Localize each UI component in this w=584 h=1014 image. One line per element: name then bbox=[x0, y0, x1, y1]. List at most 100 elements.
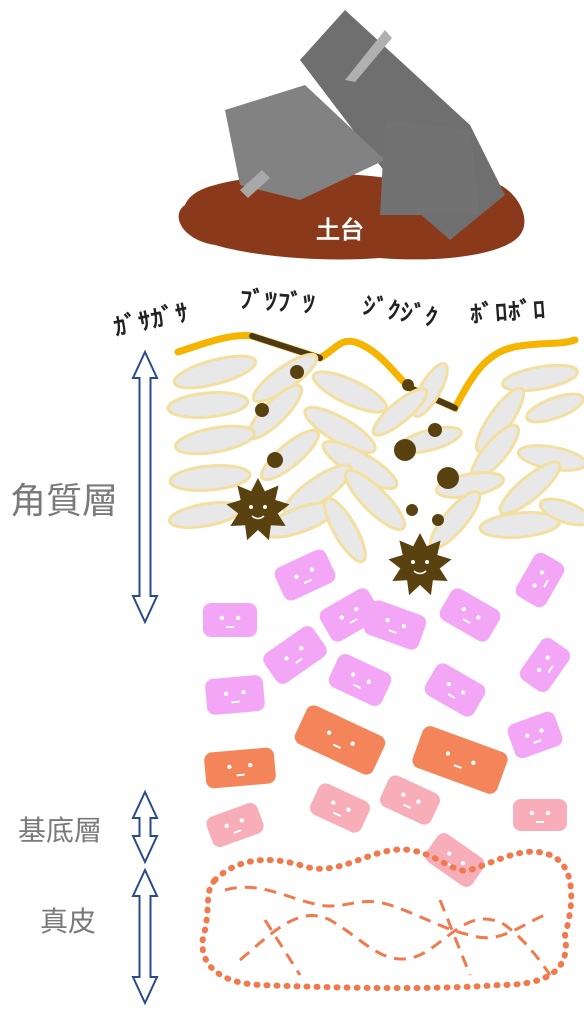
epidermis-cell bbox=[425, 833, 485, 887]
cell-body bbox=[294, 705, 386, 775]
cell-eye bbox=[299, 645, 304, 651]
spiky-particle bbox=[226, 478, 290, 541]
cell-eye bbox=[445, 751, 451, 756]
cell-eye bbox=[326, 730, 332, 735]
horny-cell bbox=[174, 424, 256, 456]
label-butsubutsu: ﾌﾞﾂﾌﾞﾂ bbox=[238, 285, 317, 319]
cell-mouth bbox=[402, 803, 412, 809]
cell-mouth bbox=[231, 700, 240, 704]
cell-eye bbox=[545, 810, 551, 816]
horny-layer-arrow bbox=[131, 349, 159, 625]
cell-eye bbox=[471, 760, 476, 765]
particle-dot bbox=[267, 452, 283, 468]
epidermis-cell bbox=[513, 799, 567, 831]
epidermis-cell bbox=[294, 705, 386, 775]
cell-body bbox=[507, 711, 563, 759]
cell-body bbox=[519, 637, 571, 693]
dermis-wave bbox=[263, 919, 302, 976]
cell-eye bbox=[525, 733, 530, 738]
cell-eye bbox=[241, 690, 246, 695]
cell-eye bbox=[401, 623, 407, 629]
cell-mouth bbox=[447, 693, 456, 699]
dermis-wave bbox=[239, 914, 552, 976]
label-boroboro: ﾎﾞﾛﾎﾞﾛ bbox=[469, 295, 548, 329]
horny-cell bbox=[538, 497, 584, 527]
epidermis-cell bbox=[363, 600, 427, 650]
cell-body bbox=[274, 549, 336, 601]
cell-mouth bbox=[236, 773, 245, 777]
epidermis-cell bbox=[204, 747, 276, 789]
particle-dot bbox=[394, 439, 416, 461]
epidermis-cell bbox=[412, 726, 508, 794]
horny-cell bbox=[498, 460, 562, 516]
epidermis-cell bbox=[519, 637, 571, 693]
cell-body bbox=[205, 675, 265, 715]
cell-eye bbox=[284, 656, 289, 661]
epidermis-cell bbox=[205, 675, 265, 715]
epidermis-cell bbox=[380, 775, 440, 825]
horny-cell bbox=[323, 496, 367, 564]
cell-eye bbox=[235, 615, 241, 621]
cell-eye bbox=[447, 851, 452, 856]
horny-cell bbox=[525, 392, 584, 424]
cell-eye bbox=[461, 690, 466, 695]
cell-eye bbox=[346, 807, 351, 812]
cell-body bbox=[424, 663, 486, 717]
dermis-arrow bbox=[131, 867, 159, 1006]
cell-mouth bbox=[547, 665, 554, 673]
rock-highlight bbox=[345, 30, 392, 82]
cell-mouth bbox=[536, 821, 544, 823]
cell-body bbox=[206, 802, 264, 848]
horny-layer-cells bbox=[166, 352, 584, 564]
epidermis-cell bbox=[310, 783, 370, 833]
cell-body bbox=[425, 833, 485, 887]
skin-surface-line bbox=[174, 332, 579, 413]
particle-dot bbox=[255, 403, 269, 417]
cell-eye bbox=[545, 655, 550, 660]
cell-eye bbox=[219, 615, 225, 621]
cell-eye bbox=[354, 606, 359, 612]
cell-body bbox=[319, 588, 381, 642]
horny-cell bbox=[168, 464, 252, 492]
particle-smile bbox=[251, 515, 265, 520]
cell-mouth bbox=[226, 626, 234, 628]
cell-mouth bbox=[303, 578, 313, 584]
label-horny-layer: 角質層 bbox=[10, 481, 119, 522]
cell-body bbox=[380, 775, 440, 825]
cell-eye bbox=[366, 679, 371, 685]
rock-slab-right bbox=[380, 120, 480, 215]
particle-dot bbox=[428, 423, 442, 437]
cell-body bbox=[204, 747, 276, 789]
cell-body bbox=[515, 552, 565, 608]
cell-eye bbox=[350, 741, 355, 746]
cell-eye bbox=[461, 606, 466, 612]
cell-mouth bbox=[295, 657, 303, 664]
cell-mouth bbox=[453, 764, 462, 769]
dermis-wave bbox=[438, 899, 472, 976]
spiky-particle bbox=[388, 533, 452, 596]
cell-mouth bbox=[233, 829, 242, 834]
cell-body bbox=[203, 603, 257, 637]
particle-dot bbox=[406, 504, 418, 516]
cell-mouth bbox=[332, 811, 342, 817]
cell-body bbox=[310, 783, 370, 833]
particle-eye bbox=[411, 560, 415, 564]
particle-dot bbox=[432, 514, 444, 526]
cell-mouth bbox=[462, 618, 471, 624]
cell-body bbox=[513, 799, 567, 831]
cell-eye bbox=[401, 792, 406, 797]
cell-eye bbox=[350, 672, 356, 677]
cell-eye bbox=[446, 681, 451, 687]
cell-eye bbox=[532, 583, 537, 588]
basal-layer-arrow bbox=[131, 789, 159, 865]
epidermis-cell bbox=[439, 588, 501, 642]
cell-eye bbox=[339, 615, 344, 620]
particle-smile bbox=[413, 570, 427, 575]
particle-eye bbox=[425, 560, 429, 564]
cell-mouth bbox=[533, 739, 542, 744]
cell-eye bbox=[385, 617, 390, 623]
cell-mouth bbox=[388, 629, 397, 634]
cell-body bbox=[363, 600, 427, 650]
cell-eye bbox=[536, 667, 542, 673]
